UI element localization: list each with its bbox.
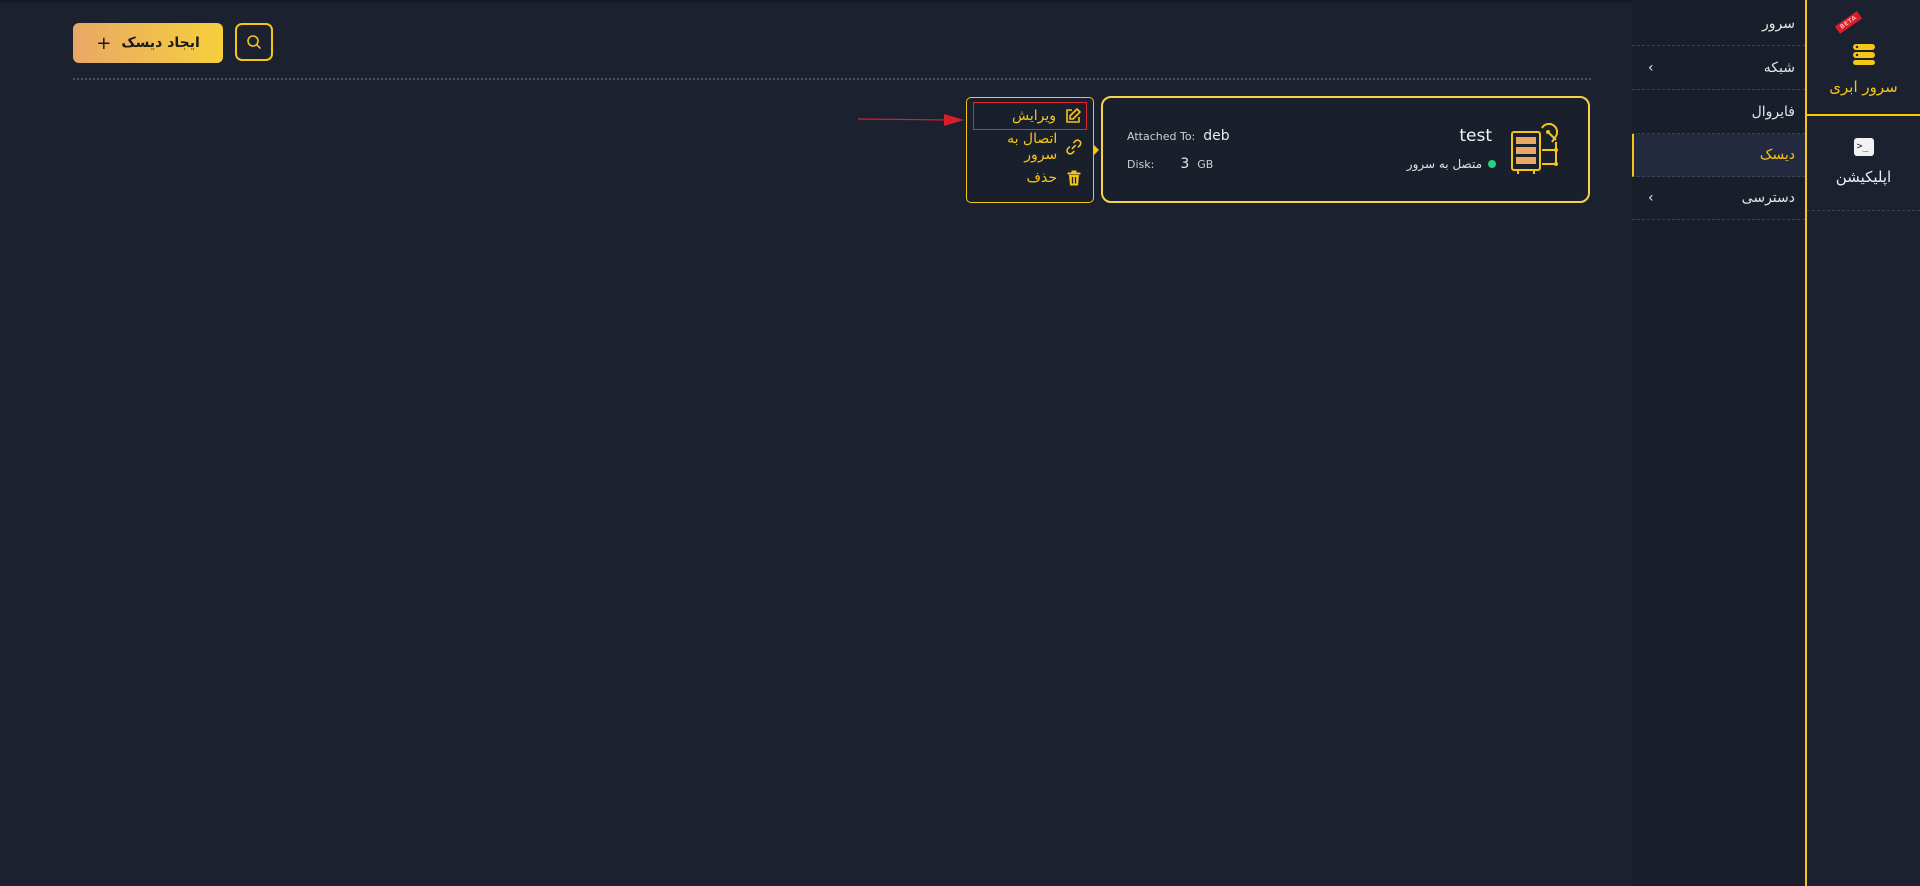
- chevron-left-icon: ‹: [1648, 60, 1654, 76]
- menu-item-label: دیسک: [1759, 147, 1795, 163]
- create-disk-label: ایجاد دیسک: [121, 35, 200, 51]
- disk-size-value: 3: [1180, 156, 1190, 172]
- delete-label: حذف: [1026, 170, 1057, 186]
- rail-label-cloud-server: سرور ابری: [1829, 78, 1898, 96]
- chevron-left-icon: ‹: [1648, 190, 1654, 206]
- rail-item-cloud-server[interactable]: BETA سرور ابری: [1807, 0, 1920, 116]
- context-menu-pointer: [1094, 145, 1099, 155]
- menu-item-disk[interactable]: دیسک: [1632, 134, 1805, 177]
- attached-to-label: Attached To:: [1127, 130, 1196, 143]
- section-menu: سرور ‹ شبکه فایروال دیسک ‹ دسترسی: [1632, 0, 1805, 886]
- terminal-icon: >_: [1853, 138, 1874, 156]
- menu-item-access[interactable]: ‹ دسترسی: [1632, 177, 1805, 220]
- search-button[interactable]: [235, 23, 273, 61]
- app-rail: BETA سرور ابری >_ اپلیکیشن: [1805, 0, 1920, 886]
- disk-size-row: Disk: 3 GB: [1127, 156, 1213, 172]
- edit-label: ویرایش: [1011, 108, 1056, 124]
- beta-badge: BETA: [1834, 11, 1862, 34]
- disk-size-unit: GB: [1197, 158, 1214, 171]
- menu-item-network[interactable]: ‹ شبکه: [1632, 47, 1805, 90]
- connect-to-server-label: اتصال به سرور: [1007, 131, 1058, 163]
- status-dot-icon: [1488, 160, 1496, 168]
- delete-menu-item[interactable]: حذف: [1022, 164, 1087, 192]
- annotation-arrow-icon: [858, 114, 964, 126]
- disk-status-text: متصل به سرور: [1406, 157, 1482, 171]
- menu-item-label: سرور: [1762, 16, 1795, 32]
- menu-item-firewall[interactable]: فایروال: [1632, 91, 1805, 134]
- top-border: [0, 0, 1920, 3]
- cloud-server-icon: [1852, 44, 1875, 65]
- trash-icon: [1067, 170, 1081, 186]
- rail-item-applications[interactable]: >_ اپلیکیشن: [1807, 116, 1920, 211]
- menu-item-server[interactable]: سرور: [1632, 3, 1805, 46]
- attached-to-value: deb: [1203, 128, 1230, 144]
- toolbar-divider: [73, 78, 1591, 80]
- menu-item-label: فایروال: [1751, 104, 1795, 120]
- plus-icon: +: [96, 32, 112, 54]
- disk-name: test: [1459, 126, 1492, 146]
- menu-item-label: شبکه: [1763, 60, 1795, 76]
- disk-size-label: Disk:: [1127, 158, 1155, 171]
- search-icon: [247, 35, 261, 49]
- menu-item-label: دسترسی: [1741, 190, 1795, 206]
- create-disk-button[interactable]: + ایجاد دیسک: [73, 23, 223, 63]
- disk-context-menu: ویرایش اتصال به سرور حذف: [966, 97, 1094, 203]
- rail-label-applications: اپلیکیشن: [1835, 168, 1892, 186]
- disk-card[interactable]: test متصل به سرور Attached To: deb Disk:…: [1101, 96, 1590, 203]
- attached-to-row: Attached To: deb: [1127, 128, 1230, 144]
- disk-status: متصل به سرور: [1407, 157, 1496, 171]
- link-icon: [1066, 139, 1082, 155]
- edit-menu-item[interactable]: ویرایش: [973, 102, 1087, 130]
- edit-icon: [1066, 108, 1081, 123]
- cloud-server-icon-wrap: BETA: [1834, 11, 1887, 66]
- disk-server-icon: [1511, 122, 1559, 174]
- connect-to-server-menu-item[interactable]: اتصال به سرور: [967, 131, 1087, 163]
